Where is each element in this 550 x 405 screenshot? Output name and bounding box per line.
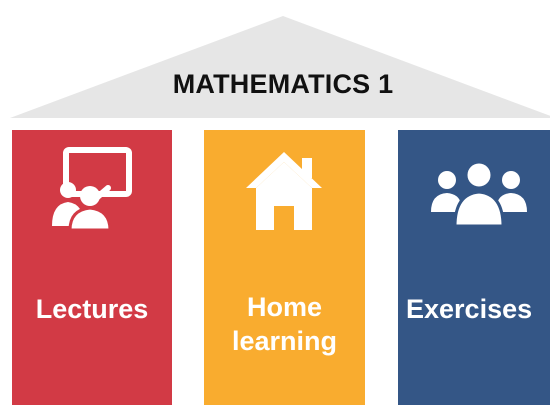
pillar-label-exercises: Exercises (406, 294, 533, 324)
roof (10, 16, 550, 118)
roof-title: MATHEMATICS 1 (172, 69, 394, 99)
pillar-lectures: Lectures (12, 130, 172, 405)
group-icon (398, 130, 550, 240)
home-icon (204, 130, 365, 240)
roof-shape (10, 16, 550, 118)
pillar-exercises: Exercises (398, 130, 550, 405)
pillar-home-learning: Home learning (204, 130, 365, 405)
pillar-label-lectures: Lectures (35, 294, 149, 324)
presentation-icon (12, 130, 172, 240)
pillar-label-home-learning: Home learning (231, 292, 338, 356)
